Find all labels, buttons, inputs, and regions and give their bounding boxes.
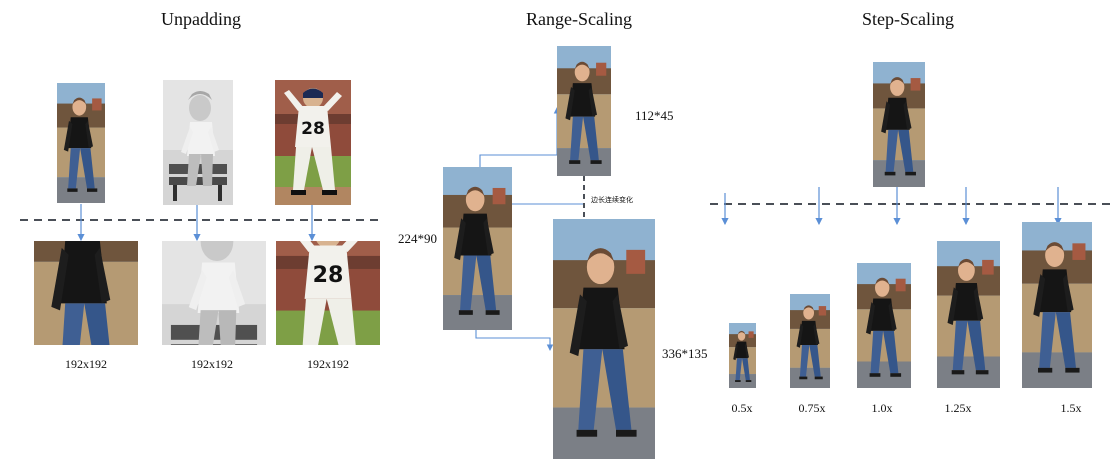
range-lower-arrow: [475, 330, 554, 351]
unpadding-source-photo-walker: [57, 83, 105, 203]
unpadding-output-photo-walker: [34, 241, 138, 345]
range-annotation-label: 边长连续变化: [591, 196, 633, 204]
step-scale-label-1-5x: 1.5x: [1060, 401, 1082, 415]
svg-text:28: 28: [301, 119, 325, 139]
step-scale-label-0-5x: 0.5x: [731, 401, 753, 415]
step-scale-label-0-75x: 0.75x: [798, 401, 826, 415]
unpadding-output-label-1: 192x192: [65, 357, 107, 371]
step-photo-1-5x: [1022, 222, 1092, 388]
unpadding-output-photo-child: [162, 241, 266, 345]
range-upper-arrow: [479, 107, 561, 167]
step-scale-label-1-25x: 1.25x: [944, 401, 972, 415]
range-large-size-label: 336*135: [662, 346, 708, 361]
range-small-size-label: 112*45: [635, 108, 674, 123]
range-small-photo: [557, 46, 611, 176]
step-scale-label-1-0x: 1.0x: [871, 401, 893, 415]
step-photo-1-25x: [937, 241, 1000, 388]
unpadding-output-label-3: 192x192: [307, 357, 349, 371]
unpadding-output-photo-baseball: 28: [276, 241, 380, 345]
range-large-photo: [553, 219, 655, 459]
step-photo-0-75x: [790, 294, 830, 388]
step-source-photo: [873, 62, 925, 187]
range-scaling-title: Range-Scaling: [526, 9, 632, 29]
range-source-size-label: 224*90: [398, 231, 437, 246]
unpadding-output-label-2: 192x192: [191, 357, 233, 371]
step-photo-0-5x: [729, 323, 756, 388]
step-scaling-title: Step-Scaling: [862, 9, 954, 29]
unpadding-title: Unpadding: [161, 9, 241, 29]
svg-text:28: 28: [313, 262, 344, 288]
step-photo-1-0x: [857, 263, 911, 388]
range-source-photo: [443, 167, 512, 330]
unpadding-source-photo-baseball: 28: [275, 80, 351, 205]
unpadding-source-photo-child: [163, 80, 233, 205]
